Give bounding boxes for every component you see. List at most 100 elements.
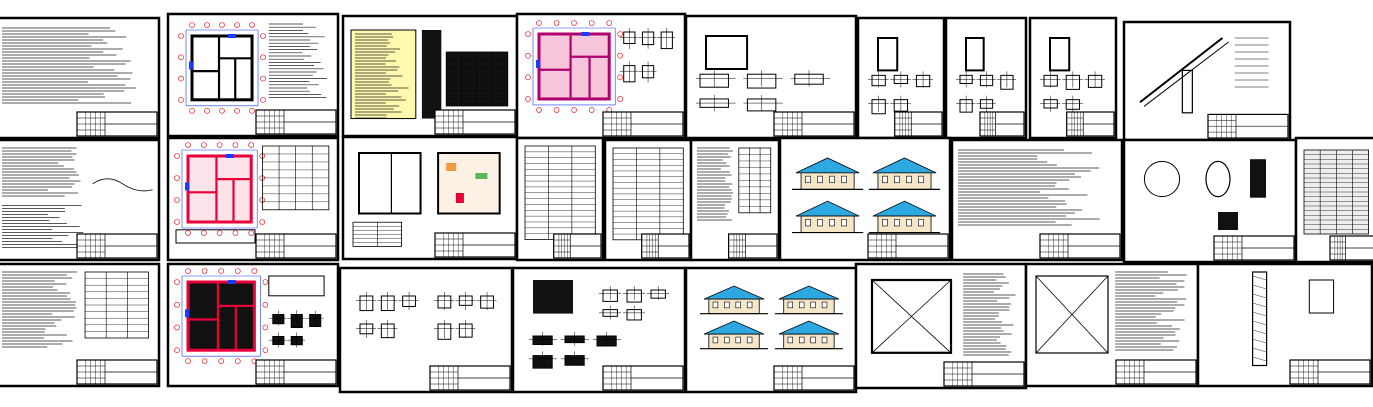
house-elevation — [792, 157, 864, 190]
plan-outline — [358, 152, 422, 215]
drawing-sheet-r3-1[interactable] — [0, 262, 161, 388]
window-mark — [581, 32, 590, 36]
grid-axis-bubble — [216, 230, 223, 236]
drawing-sheet-r1-5[interactable] — [684, 14, 858, 140]
construction-detail — [956, 71, 1017, 113]
title-block — [894, 111, 943, 137]
window — [810, 301, 816, 309]
black-block — [533, 280, 573, 314]
grid-axis-bubble — [248, 142, 254, 148]
grid-axis-bubble — [178, 33, 184, 39]
title-block — [429, 365, 511, 391]
drawing-sheet-r1-1[interactable] — [0, 16, 161, 140]
floor-plan — [178, 22, 266, 114]
grid-axis-bubble — [525, 52, 531, 59]
plan-outline-furnished — [437, 152, 501, 215]
drawing-sheet-r2-4[interactable] — [515, 136, 605, 262]
grid-axis-bubble — [260, 75, 266, 82]
grid-axis-bubble — [219, 108, 225, 114]
house-elevation — [700, 285, 769, 315]
grid-axis-bubble — [201, 142, 207, 148]
drawing-sheet-r3-4[interactable] — [511, 266, 687, 394]
grid-axis-bubble — [204, 108, 210, 114]
grid-axis-bubble — [174, 197, 180, 203]
grid-axis-bubble — [234, 108, 240, 114]
title-block — [602, 111, 684, 137]
sheet-border — [778, 136, 952, 262]
detail-square — [965, 37, 985, 72]
drawing-sheet-r2-1[interactable] — [0, 138, 161, 262]
drawing-sheet-r1-7[interactable] — [944, 16, 1028, 140]
title-block — [1115, 359, 1197, 385]
drawing-sheet-r2-8[interactable] — [950, 138, 1124, 262]
window — [906, 219, 912, 227]
grid-axis-bubble — [185, 142, 191, 148]
window — [817, 175, 823, 184]
grid-axis-bubble — [571, 20, 577, 26]
grid-axis-bubble — [588, 107, 595, 113]
drawing-sheet-r2-6[interactable] — [689, 138, 781, 262]
detail-square — [1049, 37, 1071, 72]
window — [829, 175, 835, 184]
window — [882, 219, 888, 227]
grid-axis-bubble — [174, 324, 180, 331]
title-block — [1213, 235, 1295, 261]
title-block — [1207, 113, 1289, 139]
window — [810, 336, 816, 344]
drawing-sheet-r3-8[interactable] — [1196, 262, 1373, 388]
data-table — [1303, 149, 1369, 235]
roof-plan-outline — [1035, 275, 1109, 354]
window — [746, 336, 753, 344]
drawing-sheet-r1-9[interactable] — [1122, 20, 1292, 142]
grid-axis-bubble — [201, 230, 207, 236]
drawing-sheet-r1-3[interactable] — [341, 14, 519, 138]
window — [894, 175, 900, 184]
window — [817, 219, 823, 227]
drawing-sheet-r2-9[interactable] — [1122, 138, 1298, 264]
drawing-sheet-r2-7[interactable] — [778, 136, 952, 262]
title-block — [1329, 235, 1373, 261]
title-block — [255, 359, 337, 385]
grid-axis-bubble — [262, 347, 269, 354]
drawing-sheet-r2-3[interactable] — [341, 135, 519, 261]
title-block — [943, 361, 1025, 387]
drawing-sheet-r3-3[interactable] — [338, 266, 514, 394]
window — [805, 219, 811, 227]
title-block — [76, 359, 158, 385]
drawing-sheet-r2-5[interactable] — [603, 138, 693, 262]
grid-axis-bubble — [232, 230, 239, 236]
drawing-sheet-r2-10[interactable] — [1294, 136, 1373, 264]
drawing-sheet-r3-2[interactable] — [166, 262, 340, 388]
title-block — [773, 365, 855, 391]
window — [821, 301, 828, 309]
drawing-sheet-r1-4[interactable] — [515, 12, 687, 140]
drawing-sheet-r3-6[interactable] — [854, 262, 1028, 390]
grid-axis-bubble — [174, 219, 180, 225]
window — [918, 219, 924, 227]
grid-axis-bubble — [185, 230, 191, 236]
grid-axis-bubble — [178, 97, 184, 103]
construction-detail — [619, 28, 676, 83]
round-detail — [1143, 160, 1181, 198]
drawing-sheet-r1-2[interactable] — [166, 12, 340, 138]
grid-axis-bubble — [234, 358, 241, 365]
grid-axis-bubble — [617, 96, 624, 102]
grid-axis-bubble — [185, 358, 191, 365]
drawing-sheet-r1-6[interactable] — [856, 16, 946, 140]
black-panel — [1250, 159, 1266, 198]
drawing-sheet-r2-2[interactable] — [166, 136, 340, 262]
grid-axis-bubble — [260, 33, 266, 39]
grid-axis-bubble — [617, 31, 624, 37]
construction-detail — [356, 292, 419, 339]
grid-axis-bubble — [178, 75, 184, 82]
drawing-sheet-r1-8[interactable] — [1028, 16, 1118, 140]
grid-axis-bubble — [571, 107, 577, 113]
grid-axis-bubble — [234, 268, 241, 274]
data-table — [738, 147, 772, 214]
data-table — [352, 221, 402, 247]
window-mark — [536, 59, 540, 68]
grid-axis-bubble — [201, 358, 208, 365]
drawing-sheet-r3-5[interactable] — [684, 266, 858, 394]
drawing-sheet-r3-7[interactable] — [1024, 262, 1200, 388]
